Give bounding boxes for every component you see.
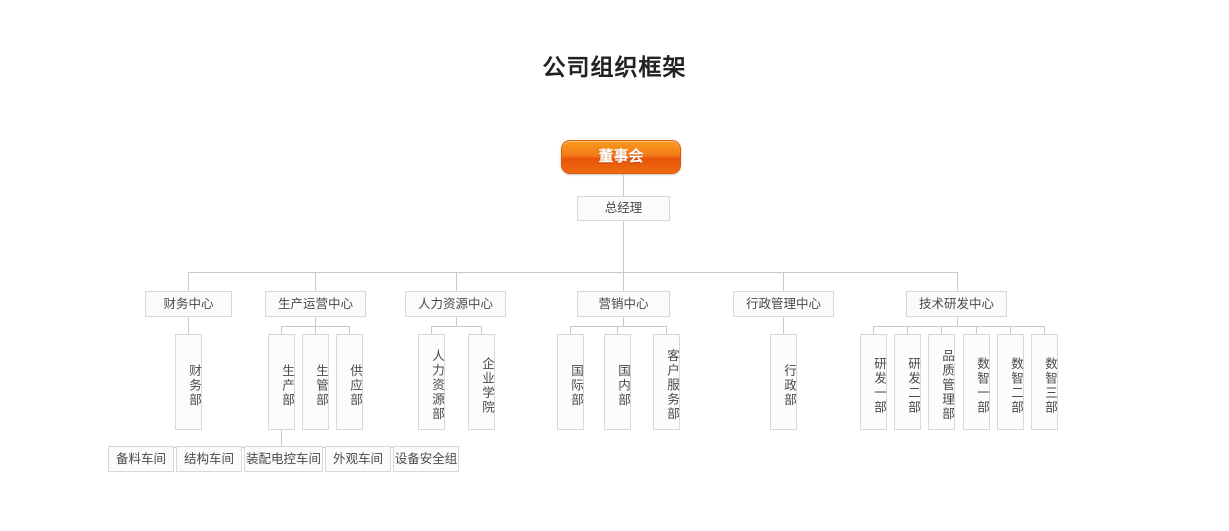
node-center-production-operations[interactable]: 生产运营中心 <box>265 291 366 317</box>
node-dept-digital-intelligence-1[interactable]: 数智一部 <box>963 334 990 430</box>
node-center-human-resources[interactable]: 人力资源中心 <box>405 291 506 317</box>
connector-drop-production-1 <box>315 326 316 334</box>
connector-drop-production-2 <box>349 326 350 334</box>
connector-drop-rnd-5 <box>1044 326 1045 334</box>
node-board-of-directors[interactable]: 董事会 <box>561 140 681 174</box>
connector-centers-bus <box>188 272 958 273</box>
connector-root-to-gm <box>623 174 624 196</box>
connector-drop-center-5 <box>957 272 958 291</box>
connector-hr-stub <box>456 317 457 326</box>
node-dept-corporate-academy[interactable]: 企业学院 <box>468 334 495 430</box>
node-center-administration[interactable]: 行政管理中心 <box>733 291 834 317</box>
node-center-finance[interactable]: 财务中心 <box>145 291 232 317</box>
node-workshop-structure[interactable]: 结构车间 <box>176 446 242 472</box>
node-dept-production-management[interactable]: 生管部 <box>302 334 329 430</box>
node-dept-rnd-2[interactable]: 研发二部 <box>894 334 921 430</box>
node-dept-international[interactable]: 国际部 <box>557 334 584 430</box>
connector-workshops-stub <box>281 430 282 447</box>
connector-production-stub <box>315 317 316 326</box>
connector-marketing-bus <box>570 326 667 327</box>
node-dept-customer-service[interactable]: 客户服务部 <box>653 334 680 430</box>
connector-rnd-stub <box>957 317 958 326</box>
connector-drop-hr-0 <box>431 326 432 334</box>
connector-drop-center-4 <box>783 272 784 291</box>
node-center-marketing[interactable]: 营销中心 <box>577 291 670 317</box>
connector-drop-rnd-0 <box>873 326 874 334</box>
connector-finance-stub <box>188 317 189 334</box>
connector-drop-rnd-2 <box>941 326 942 334</box>
node-dept-quality-management[interactable]: 品质管理部 <box>928 334 955 430</box>
connector-drop-center-2 <box>456 272 457 291</box>
node-dept-human-resources[interactable]: 人力资源部 <box>418 334 445 430</box>
page-title: 公司组织框架 <box>542 55 687 81</box>
node-general-manager[interactable]: 总经理 <box>577 196 670 221</box>
node-workshop-assembly-electrical[interactable]: 装配电控车间 <box>244 446 323 472</box>
connector-gm-trunk <box>623 221 624 272</box>
connector-admin-stub <box>783 317 784 334</box>
node-dept-supply[interactable]: 供应部 <box>336 334 363 430</box>
connector-drop-hr-1 <box>481 326 482 334</box>
connector-drop-center-0 <box>188 272 189 291</box>
node-workshop-equipment-safety[interactable]: 设备安全组 <box>393 446 459 472</box>
connector-drop-center-1 <box>315 272 316 291</box>
connector-drop-rnd-3 <box>976 326 977 334</box>
node-dept-finance[interactable]: 财务部 <box>175 334 202 430</box>
connector-drop-center-3 <box>623 272 624 291</box>
connector-drop-marketing-1 <box>617 326 618 334</box>
node-dept-rnd-1[interactable]: 研发一部 <box>860 334 887 430</box>
connector-drop-rnd-4 <box>1010 326 1011 334</box>
connector-drop-marketing-2 <box>666 326 667 334</box>
connector-hr-bus <box>431 326 481 327</box>
connector-drop-marketing-0 <box>570 326 571 334</box>
node-dept-digital-intelligence-3[interactable]: 数智三部 <box>1031 334 1058 430</box>
connector-drop-production-0 <box>281 326 282 334</box>
node-workshop-appearance[interactable]: 外观车间 <box>325 446 391 472</box>
node-dept-production[interactable]: 生产部 <box>268 334 295 430</box>
node-dept-domestic[interactable]: 国内部 <box>604 334 631 430</box>
node-dept-administration[interactable]: 行政部 <box>770 334 797 430</box>
connector-rnd-bus <box>873 326 1045 327</box>
node-center-technology-rnd[interactable]: 技术研发中心 <box>906 291 1007 317</box>
connector-drop-rnd-1 <box>907 326 908 334</box>
node-dept-digital-intelligence-2[interactable]: 数智二部 <box>997 334 1024 430</box>
node-workshop-material-prep[interactable]: 备料车间 <box>108 446 174 472</box>
connector-marketing-stub <box>623 317 624 326</box>
